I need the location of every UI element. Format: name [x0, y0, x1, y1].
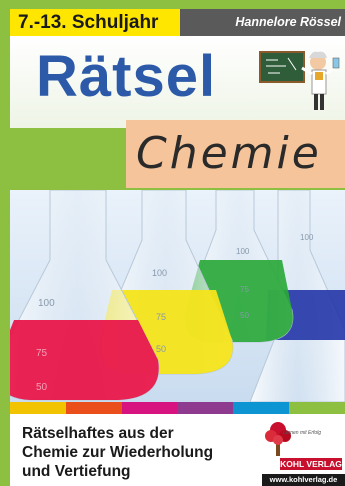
flask-label: 75 — [156, 312, 166, 322]
flask-label: 100 — [300, 233, 314, 242]
publisher-tree-logo — [265, 422, 291, 456]
publisher-name: KOHL VERLAG — [280, 458, 342, 470]
book-tagline: Rätselhaftes aus der Chemie zur Wiederho… — [22, 424, 252, 481]
color-stripe — [121, 402, 178, 414]
color-stripe-bar — [10, 402, 345, 414]
flask-label: 50 — [156, 344, 166, 354]
tagline-line: Chemie zur Wiederholung — [22, 444, 214, 461]
flask-label: 75 — [36, 348, 48, 359]
color-stripe — [65, 402, 122, 414]
flask-label: 50 — [240, 311, 249, 320]
author-name: Hannelore Rössel — [180, 9, 345, 36]
scientist-illustration — [259, 51, 340, 110]
subtitle-banner — [126, 120, 345, 188]
grade-level-label: 7.-13. Schuljahr — [10, 9, 180, 36]
publisher-slogan: Lernen mit Erfolg — [283, 430, 322, 436]
color-stripe — [289, 402, 345, 414]
publisher-url: www.kohlverlag.de — [262, 474, 345, 486]
book-subtitle: Chemie — [136, 128, 322, 179]
flask-label: 75 — [240, 285, 249, 294]
book-title: Rätsel — [36, 44, 217, 109]
tagline-line: Rätselhaftes aus der — [22, 425, 174, 442]
flask-label: 100 — [152, 268, 167, 278]
flask-label: 50 — [36, 382, 48, 393]
flask-label: 100 — [38, 298, 55, 309]
tagline-line: und Vertiefung — [22, 463, 131, 480]
erlenmeyer-flasks-photo: 100 100 75 50 100 75 50 100 75 50 — [10, 190, 345, 402]
color-stripe — [177, 402, 234, 414]
flask-label: 100 — [236, 247, 250, 256]
color-stripe — [233, 402, 290, 414]
color-stripe — [10, 402, 66, 414]
